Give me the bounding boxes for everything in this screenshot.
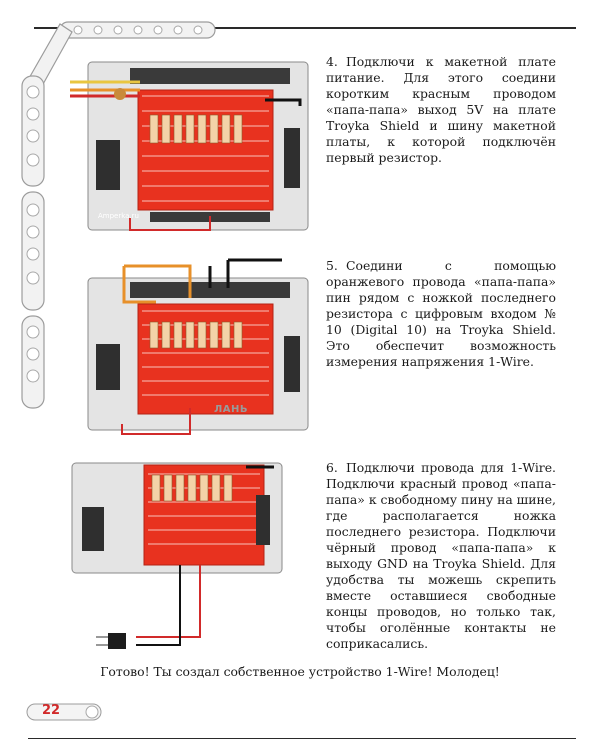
step-text: Подключи провода для 1-Wire. Подключи кр… <box>326 460 556 651</box>
step-4: 4.Подключи к макетной плате питание. Для… <box>326 54 556 166</box>
page-number: 22 <box>42 703 61 718</box>
board-illustration-step6 <box>71 462 283 649</box>
step-text: Соедини с помощью оранжевого провода «па… <box>326 258 556 369</box>
board-brand-label: Amperka.ru <box>98 212 139 220</box>
step-number: 6. <box>326 460 338 475</box>
step-text: Подключи к макетной плате питание. Для э… <box>326 54 556 165</box>
board-illustration-step5 <box>87 258 309 435</box>
step-number: 5. <box>326 258 338 273</box>
board-illustration-step4: Amperka.ru <box>70 61 309 231</box>
bottom-rule <box>28 738 576 739</box>
closing-message: Готово! Ты создал собственное устройство… <box>100 664 500 679</box>
step-number: 4. <box>326 54 338 69</box>
step-6: 6.Подключи провода для 1-Wire. Подключи … <box>326 460 556 652</box>
page-badge-shape <box>26 703 102 721</box>
watermark-text: ЛАНЬ <box>214 404 249 415</box>
lego-beam-decoration <box>21 21 216 409</box>
top-rule <box>34 27 576 29</box>
step-5: 5.Соедини с помощью оранжевого провода «… <box>326 258 556 370</box>
page-number-badge: 22 <box>26 702 104 722</box>
